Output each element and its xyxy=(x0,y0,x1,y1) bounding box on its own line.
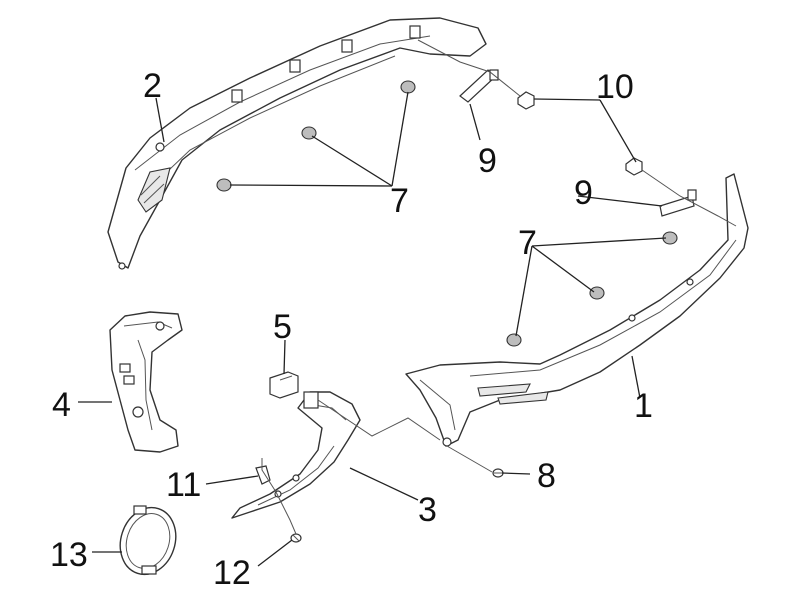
part-13-round-cap xyxy=(119,505,177,576)
callout-11: 11 xyxy=(166,466,201,504)
part-4-inner-panel xyxy=(109,311,183,453)
leader-lines xyxy=(78,91,667,567)
part-10-nuts xyxy=(517,91,643,176)
callout-3: 3 xyxy=(418,491,437,529)
callout-12: 12 xyxy=(213,554,251,592)
part-12-screw xyxy=(290,533,302,543)
callout-7b: 7 xyxy=(518,224,537,262)
callout-8: 8 xyxy=(537,457,556,495)
callout-labels: 1 2 3 4 5 7 7 8 9 9 10 11 12 13 xyxy=(50,67,653,592)
callout-10: 10 xyxy=(596,68,634,106)
part-11-clip xyxy=(255,465,271,485)
part-8-screw xyxy=(492,468,504,478)
part-2-side-panel xyxy=(107,17,487,270)
callout-9a: 9 xyxy=(478,142,497,180)
callout-13: 13 xyxy=(50,536,88,574)
callout-4: 4 xyxy=(52,386,71,424)
callout-2: 2 xyxy=(143,67,162,105)
part-3-lower-cover xyxy=(231,391,361,519)
callout-5: 5 xyxy=(273,308,292,346)
callout-1: 1 xyxy=(634,387,653,425)
part-7-grommets xyxy=(216,80,678,347)
part-5-clip-nut xyxy=(269,371,299,399)
callout-9b: 9 xyxy=(574,174,593,212)
assembly-lines xyxy=(261,39,737,535)
part-1-side-panel xyxy=(405,173,749,447)
callout-7a: 7 xyxy=(390,182,409,220)
